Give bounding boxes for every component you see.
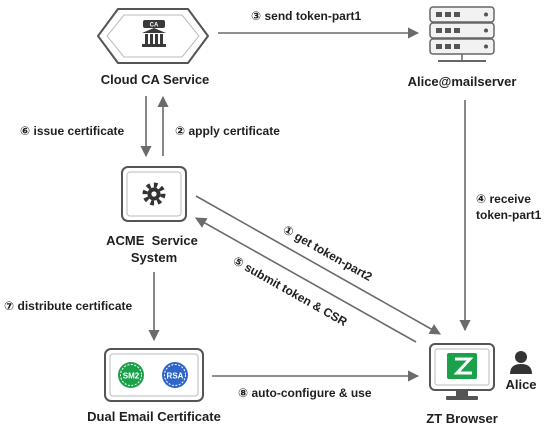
certs-box	[104, 348, 204, 402]
mailserver-node: Alice@mailserver	[408, 6, 517, 89]
label-auto-configure-use: ⑧ auto-configure & use	[238, 386, 372, 400]
server-icon	[429, 6, 495, 62]
rsa-badge-text: RSA	[167, 372, 184, 381]
sm2-badge-text: SM2	[123, 372, 140, 381]
gear-icon	[142, 182, 166, 206]
acme-label-line1: ACME Service	[106, 233, 198, 248]
label-send-token-part1: ③ send token-part1	[251, 9, 362, 23]
label-get-token-part2: ① get token-part2	[281, 222, 375, 284]
browser-node: Alice ZT Browser	[426, 343, 537, 425]
certs-node: SM2 RSA Dual Email Certificate	[87, 348, 221, 424]
label-apply-certificate: ② apply certificate	[175, 124, 280, 138]
label-receive-line2: token-part1	[476, 208, 542, 222]
acme-label-line2: System	[131, 250, 177, 265]
label-distribute-certificate: ⑦ distribute certificate	[4, 299, 133, 313]
user-icon	[510, 351, 532, 374]
browser-user-label: Alice	[505, 377, 536, 392]
label-issue-certificate: ⑥ issue certificate	[20, 124, 125, 138]
rsa-badge-icon: RSA	[162, 362, 188, 388]
bank-icon: CA	[142, 20, 166, 47]
mailserver-label: Alice@mailserver	[408, 74, 517, 89]
acme-node: ACME Service System	[106, 166, 198, 265]
label-submit-token-csr: ⑤ submit token & CSR	[231, 253, 350, 329]
arrow-get-token-part2	[195, 195, 441, 335]
label-receive-line1: ④ receive	[476, 192, 531, 206]
ca-badge-text: CA	[150, 23, 159, 29]
certs-label: Dual Email Certificate	[87, 409, 221, 424]
cloud-ca-node: CA Cloud CA Service	[97, 8, 210, 87]
monitor-icon	[429, 343, 495, 400]
browser-label: ZT Browser	[426, 411, 498, 425]
cloud-ca-label: Cloud CA Service	[101, 72, 210, 87]
sm2-badge-icon: SM2	[118, 362, 144, 388]
arrow-submit-token-csr	[195, 217, 417, 343]
